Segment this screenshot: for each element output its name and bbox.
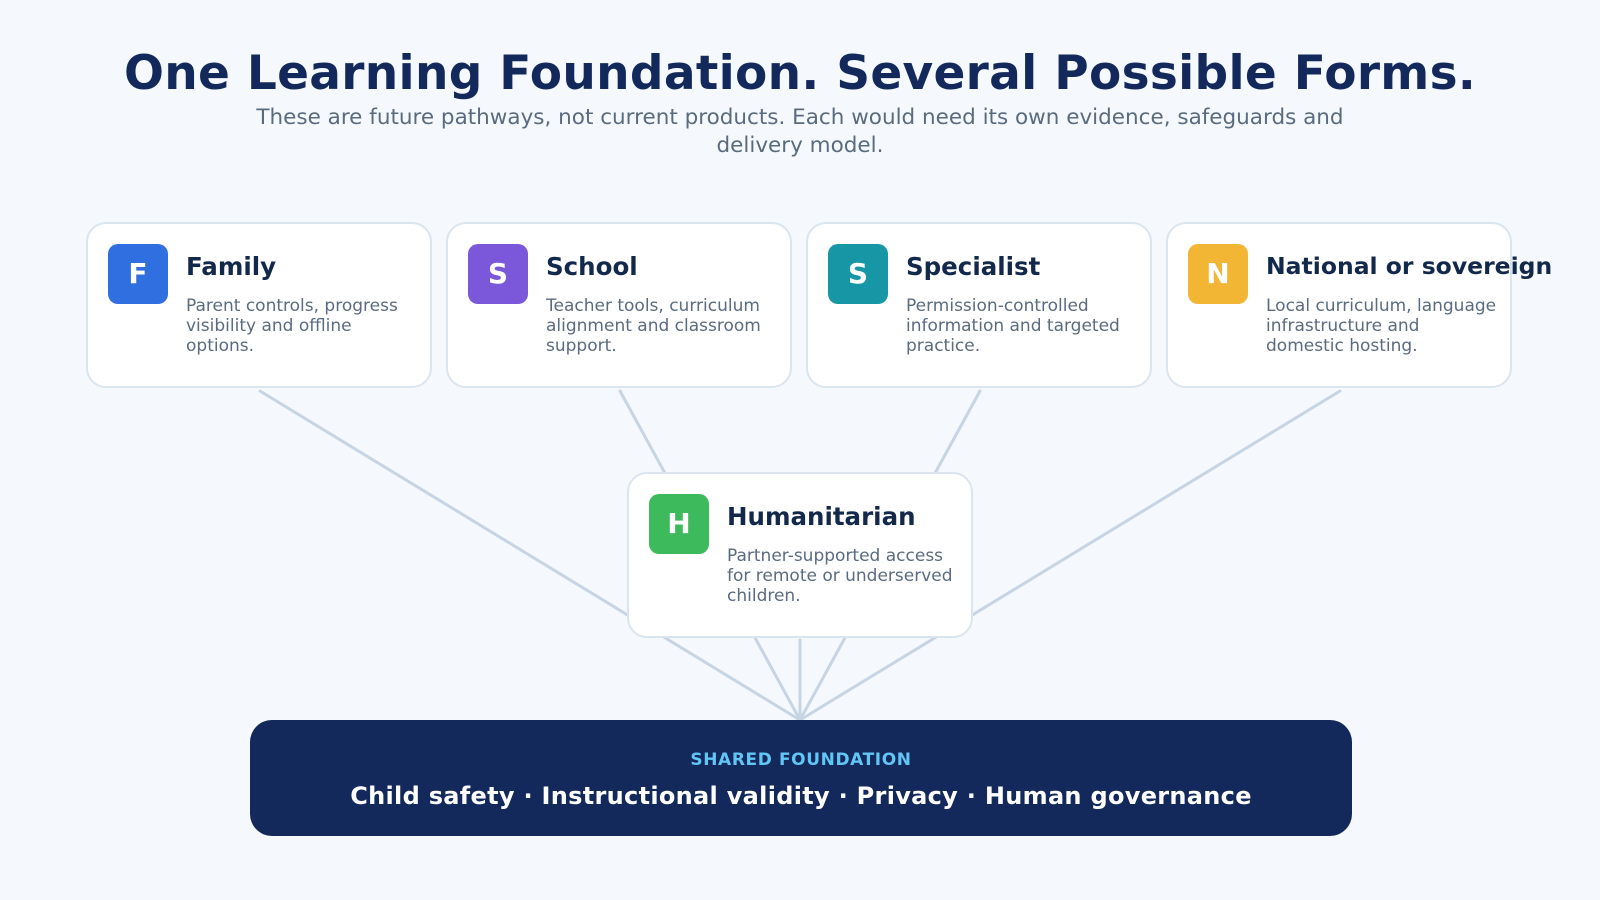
card-title-humanitarian: Humanitarian: [727, 502, 916, 531]
foundation-pillars: Child safety · Instructional validity · …: [350, 782, 1252, 810]
pathway-card-school: S School Teacher tools, curriculum align…: [446, 222, 792, 388]
card-description-school: Teacher tools, curriculum alignment and …: [546, 296, 761, 356]
foundation-label: SHARED FOUNDATION: [690, 750, 912, 770]
pathway-card-humanitarian: H Humanitarian Partner-supported access …: [627, 472, 973, 638]
badge-school: S: [468, 244, 528, 304]
badge-humanitarian: H: [649, 494, 709, 554]
badge-national: N: [1188, 244, 1248, 304]
connector-family: [258, 389, 802, 722]
card-title-school: School: [546, 252, 638, 281]
card-title-national: National or sovereign: [1266, 252, 1553, 280]
pathway-card-national: N National or sovereign Local curriculum…: [1166, 222, 1552, 388]
card-description-humanitarian: Partner-supported access for remote or u…: [727, 546, 953, 606]
card-description-family: Parent controls, progress visibility and…: [186, 296, 398, 356]
card-description-national: Local curriculum, language infrastructur…: [1266, 296, 1497, 356]
connector-national: [798, 389, 1342, 722]
page-subtitle: These are future pathways, not current p…: [256, 105, 1344, 158]
badge-family: F: [108, 244, 168, 304]
card-description-specialist: Permission-controlled information and ta…: [906, 296, 1120, 356]
pathway-card-specialist: S Specialist Permission-controlled infor…: [806, 222, 1152, 388]
page-title: One Learning Foundation. Several Possibl…: [124, 46, 1476, 101]
shared-foundation-panel: SHARED FOUNDATION Child safety · Instruc…: [250, 720, 1352, 836]
card-title-family: Family: [186, 252, 277, 281]
badge-specialist: S: [828, 244, 888, 304]
card-title-specialist: Specialist: [906, 252, 1041, 281]
pathway-card-family: F Family Parent controls, progress visib…: [86, 222, 432, 388]
